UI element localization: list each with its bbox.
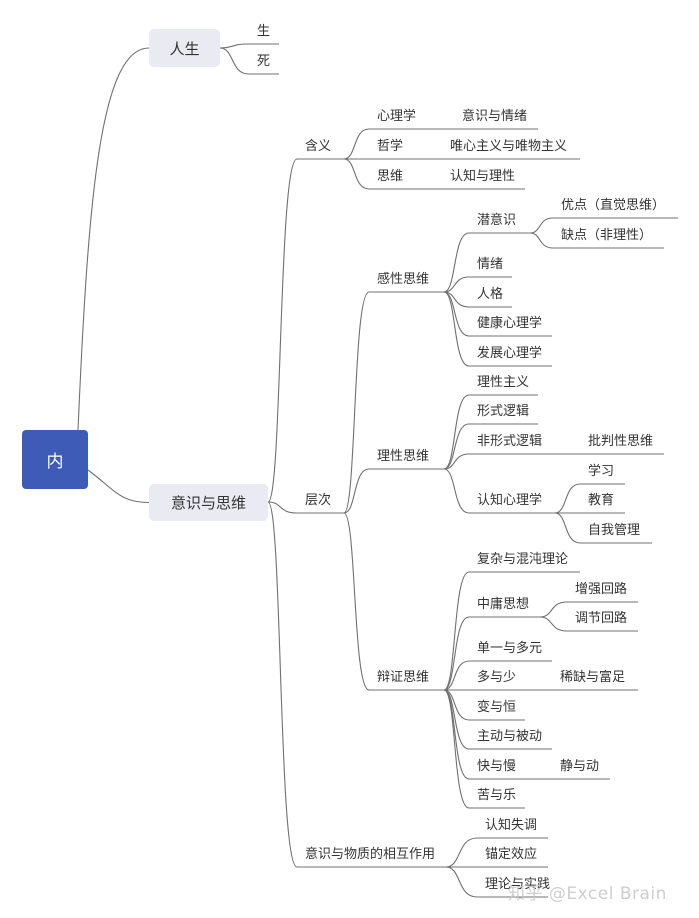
connector-yishi-xianghu	[267, 501, 446, 868]
topic-siwei[interactable]: 思维	[377, 169, 404, 184]
topic-bianyuheng[interactable]: 变与恒	[477, 700, 517, 715]
topic-renzhi[interactable]: 认知与理性	[450, 169, 516, 184]
topic-pipan[interactable]: 批判性思维	[588, 434, 654, 449]
topic-sheng[interactable]: 生	[257, 24, 271, 39]
main-topic-label: 意识与思维	[170, 494, 246, 512]
connector-zhongyong-zengqiang	[539, 601, 638, 618]
topic-kuaiyuman[interactable]: 快与慢	[477, 759, 517, 774]
topic-feixingshi[interactable]: 非形式逻辑	[477, 434, 543, 449]
topic-yishiqingxu[interactable]: 意识与情绪	[462, 109, 528, 124]
topic-ziwo[interactable]: 自我管理	[588, 523, 641, 538]
connector-lixing-renzhixinli	[443, 468, 555, 514]
topic-quedian[interactable]: 缺点（非理性）	[561, 228, 653, 243]
main-topic-label: 人生	[169, 39, 200, 58]
connector-cengci-ganxing	[343, 291, 444, 514]
connector-hanyi-xinlixue	[343, 128, 538, 160]
topic-fazhan[interactable]: 发展心理学	[477, 346, 543, 361]
main-topic-rensheng[interactable]: 人生	[149, 29, 220, 67]
topic-kuyule[interactable]: 苦与乐	[477, 788, 517, 803]
connector-cengci-lixing	[343, 468, 444, 514]
topic-zhudong[interactable]: 主动与被动	[477, 729, 543, 744]
topic-ganxing[interactable]: 感性思维	[377, 272, 430, 287]
connector-yishi-hanyi	[267, 158, 344, 503]
topic-xique[interactable]: 稀缺与富足	[560, 670, 626, 685]
topic-lixingzhuyi[interactable]: 理性主义	[477, 375, 530, 390]
topic-xuexi[interactable]: 学习	[588, 464, 615, 479]
topic-jiaoyu[interactable]: 教育	[588, 493, 615, 508]
topic-qingxu[interactable]: 情绪	[477, 257, 504, 272]
topic-danyi[interactable]: 单一与多元	[477, 641, 543, 656]
connector-rensheng-sheng	[219, 43, 279, 49]
topic-shitiao[interactable]: 认知失调	[485, 818, 538, 833]
connector-lixing-lixingzhuyi	[443, 394, 538, 470]
connector-bianzheng-kuyule	[443, 689, 525, 809]
connector-renzhixinli-xuexi	[554, 483, 625, 514]
topic-renzhixinli[interactable]: 认知心理学	[477, 493, 543, 508]
topic-zengqiang[interactable]: 增强回路	[575, 582, 628, 597]
connector-lixing-feixingshi	[443, 453, 664, 470]
connector-root-yishi	[87, 469, 150, 504]
topic-jiankang[interactable]: 健康心理学	[477, 316, 543, 331]
connector-zhongyong-tiaojie	[539, 616, 638, 632]
topic-renge[interactable]: 人格	[477, 287, 504, 302]
topic-fuza[interactable]: 复杂与混沌理论	[477, 552, 569, 567]
topic-qianyishi[interactable]: 潜意识	[477, 213, 517, 228]
connector-yishi-cengci	[267, 501, 344, 514]
connector-ganxing-renge	[443, 291, 512, 308]
topic-maoding[interactable]: 锚定效应	[485, 847, 538, 862]
topic-hanyi[interactable]: 含义	[305, 139, 332, 154]
topic-duoyushao[interactable]: 多与少	[477, 670, 517, 685]
connector-ganxing-fazhan	[443, 291, 552, 367]
connector-qianyishi-quedian	[529, 232, 664, 249]
connector-bianzheng-fuza	[443, 571, 580, 691]
connector-ganxing-qingxu	[443, 276, 512, 293]
connector-rensheng-si	[219, 47, 279, 75]
connector-xianghu-lilun	[445, 866, 548, 898]
topic-lilun[interactable]: 理论与实践	[485, 877, 551, 892]
topic-xianghu[interactable]: 意识与物质的相互作用	[305, 847, 436, 862]
connector-ganxing-jiankang	[443, 291, 552, 337]
watermark: 知乎 @Excel Brain	[508, 884, 667, 904]
connector-root-rensheng	[77, 47, 150, 431]
connector-lixing-xingshi	[443, 423, 538, 470]
topic-youdian[interactable]: 优点（直觉思维）	[561, 198, 666, 213]
connector-renzhixinli-ziwo	[554, 512, 652, 544]
topic-xinlixue[interactable]: 心理学	[377, 109, 417, 124]
root-topic[interactable]: 内	[22, 430, 88, 489]
topic-si[interactable]: 死	[257, 54, 271, 69]
topic-jingyudong[interactable]: 静与动	[560, 759, 600, 774]
connector-ganxing-qianyishi	[443, 232, 530, 293]
connector-hanyi-siwei	[343, 158, 525, 190]
main-topic-yishi[interactable]: 意识与思维	[149, 484, 268, 521]
topic-cengci[interactable]: 层次	[305, 493, 332, 508]
topic-xingshi[interactable]: 形式逻辑	[477, 404, 530, 419]
connector-xianghu-shitiao	[445, 837, 548, 868]
topic-bianzheng[interactable]: 辩证思维	[377, 670, 430, 685]
topic-zhexue[interactable]: 哲学	[377, 139, 404, 154]
connector-bianzheng-zhongyong	[443, 616, 540, 691]
root-topic-label: 内	[46, 452, 64, 472]
topic-lixing[interactable]: 理性思维	[377, 449, 430, 464]
topic-tiaojie[interactable]: 调节回路	[575, 611, 628, 626]
connector-qianyishi-youdian	[529, 217, 678, 234]
connector-bianzheng-danyi	[443, 660, 552, 691]
topic-weixin[interactable]: 唯心主义与唯物主义	[450, 139, 568, 154]
connector-cengci-bianzheng	[343, 512, 444, 691]
topic-zhongyong[interactable]: 中庸思想	[477, 597, 530, 612]
